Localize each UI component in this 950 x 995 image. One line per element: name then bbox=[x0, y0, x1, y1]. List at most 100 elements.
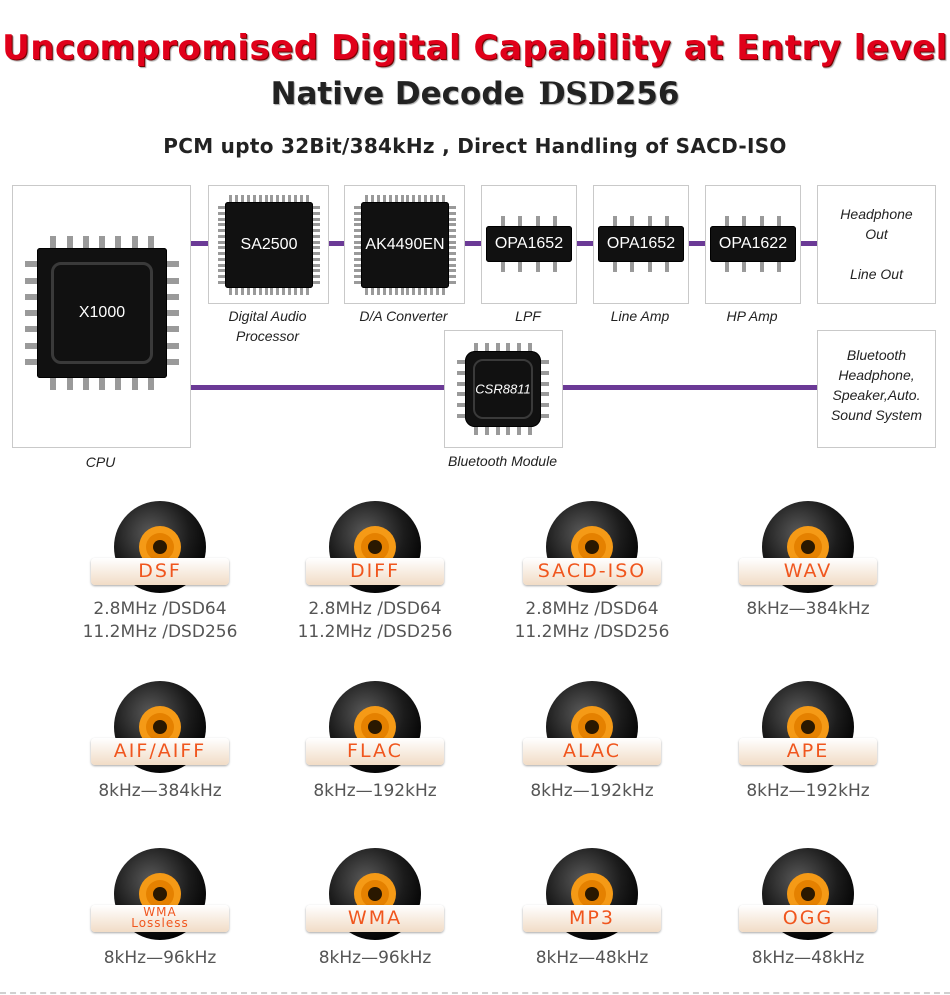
chip-pin bbox=[449, 217, 456, 221]
chip-pin bbox=[264, 195, 268, 202]
chip-pin bbox=[449, 246, 456, 250]
chip-pin bbox=[517, 427, 522, 435]
chip-pin bbox=[241, 195, 245, 202]
chip-pin bbox=[371, 195, 375, 202]
chip-pin bbox=[541, 359, 549, 364]
lpf-chip-icon: OPA1652 bbox=[486, 226, 572, 262]
chip-pin bbox=[147, 378, 154, 390]
chip-pin bbox=[354, 206, 361, 210]
chip-pin bbox=[412, 195, 416, 202]
dac-chip-name: AK4490EN bbox=[365, 236, 445, 253]
lpf-label: LPF bbox=[515, 308, 541, 324]
chip-pin bbox=[541, 403, 549, 408]
chip-pin bbox=[664, 216, 669, 226]
chip-pin bbox=[305, 288, 309, 295]
chip-pin bbox=[276, 195, 280, 202]
chip-pin bbox=[299, 288, 303, 295]
chip-pin bbox=[495, 427, 500, 435]
chip-pin bbox=[218, 280, 225, 284]
chip-pin bbox=[759, 262, 764, 272]
chip-pin bbox=[293, 195, 297, 202]
chip-pin bbox=[218, 234, 225, 238]
chip-pin bbox=[506, 343, 511, 351]
line-amp-chip-icon: OPA1652 bbox=[598, 226, 684, 262]
chip-pin bbox=[50, 378, 57, 390]
subheadline-prefix: Native Decode bbox=[270, 76, 525, 112]
chip-pin bbox=[354, 234, 361, 238]
bluetooth-chip-name: CSR8811 bbox=[475, 381, 531, 397]
chip-pin bbox=[218, 263, 225, 267]
chip-pin bbox=[776, 262, 781, 272]
chip-pin bbox=[742, 262, 747, 272]
lpf-box: OPA1652 bbox=[481, 185, 577, 304]
chip-pin bbox=[759, 216, 764, 226]
dsd-logo-text: DSD bbox=[538, 76, 615, 112]
chip-pin bbox=[167, 293, 179, 300]
chip-pin bbox=[429, 288, 433, 295]
chip-pin bbox=[252, 288, 256, 295]
chip-pin bbox=[241, 288, 245, 295]
chip-pin bbox=[541, 370, 549, 375]
chip-pin bbox=[424, 288, 428, 295]
chip-pin bbox=[313, 217, 320, 221]
chip-pin bbox=[218, 269, 225, 273]
chip-pin bbox=[449, 223, 456, 227]
chip-pin bbox=[457, 392, 465, 397]
chip-pin bbox=[66, 236, 73, 248]
chip-pin bbox=[313, 280, 320, 284]
bluetooth-label: Bluetooth Module bbox=[448, 453, 557, 469]
format-name: OGG bbox=[739, 905, 877, 932]
chip-pin bbox=[457, 359, 465, 364]
chip-pin bbox=[664, 262, 669, 272]
bluetooth-chip-icon: CSR8811 bbox=[465, 351, 541, 427]
chip-pin bbox=[218, 275, 225, 279]
hp-amp-box: OPA1622 bbox=[705, 185, 801, 304]
chip-pin bbox=[82, 236, 89, 248]
chip-pin bbox=[541, 414, 549, 419]
chip-pin bbox=[25, 326, 37, 333]
chip-pin bbox=[382, 195, 386, 202]
line-amp-chip-name: OPA1652 bbox=[606, 235, 676, 252]
chip-pin bbox=[400, 195, 404, 202]
chip-pin bbox=[218, 211, 225, 215]
chip-pin bbox=[394, 288, 398, 295]
chip-pin bbox=[235, 195, 239, 202]
chip-pin bbox=[293, 288, 297, 295]
chip-pin bbox=[252, 195, 256, 202]
chip-pin bbox=[354, 240, 361, 244]
chip-pin bbox=[218, 223, 225, 227]
chip-pin bbox=[365, 288, 369, 295]
chip-pin bbox=[535, 216, 540, 226]
chip-pin bbox=[388, 195, 392, 202]
chip-pin bbox=[229, 288, 233, 295]
chip-pin bbox=[218, 229, 225, 233]
chip-pin bbox=[742, 216, 747, 226]
chip-pin bbox=[388, 288, 392, 295]
format-name: DIFF bbox=[306, 558, 444, 585]
dac-box: AK4490EN bbox=[344, 185, 465, 304]
chip-pin bbox=[647, 262, 652, 272]
cpu-chip-icon: X1000 bbox=[37, 248, 167, 378]
hp-amp-chip-name: OPA1622 bbox=[718, 235, 788, 252]
chip-pin bbox=[484, 427, 489, 435]
format-name: DSF bbox=[91, 558, 229, 585]
dap-chip-icon: SA2500 bbox=[225, 202, 313, 288]
format-spec: 8kHz—384kHz bbox=[746, 599, 870, 619]
chip-pin bbox=[25, 261, 37, 268]
chip-pin bbox=[449, 269, 456, 273]
chip-pin bbox=[258, 288, 262, 295]
chip-pin bbox=[435, 288, 439, 295]
dac-label: D/A Converter bbox=[359, 308, 448, 324]
chip-pin bbox=[167, 277, 179, 284]
chip-pin bbox=[354, 263, 361, 267]
chip-pin bbox=[82, 378, 89, 390]
chip-pin bbox=[288, 195, 292, 202]
chip-pin bbox=[258, 195, 262, 202]
dap-label: Digital Audio Processor bbox=[228, 308, 307, 344]
chip-pin bbox=[449, 263, 456, 267]
chip-pin bbox=[313, 206, 320, 210]
cpu-chip-name: X1000 bbox=[78, 304, 126, 321]
chip-pin bbox=[25, 358, 37, 365]
bluetooth-output-box: Bluetooth Headphone, Speaker,Auto. Sound… bbox=[817, 330, 936, 448]
